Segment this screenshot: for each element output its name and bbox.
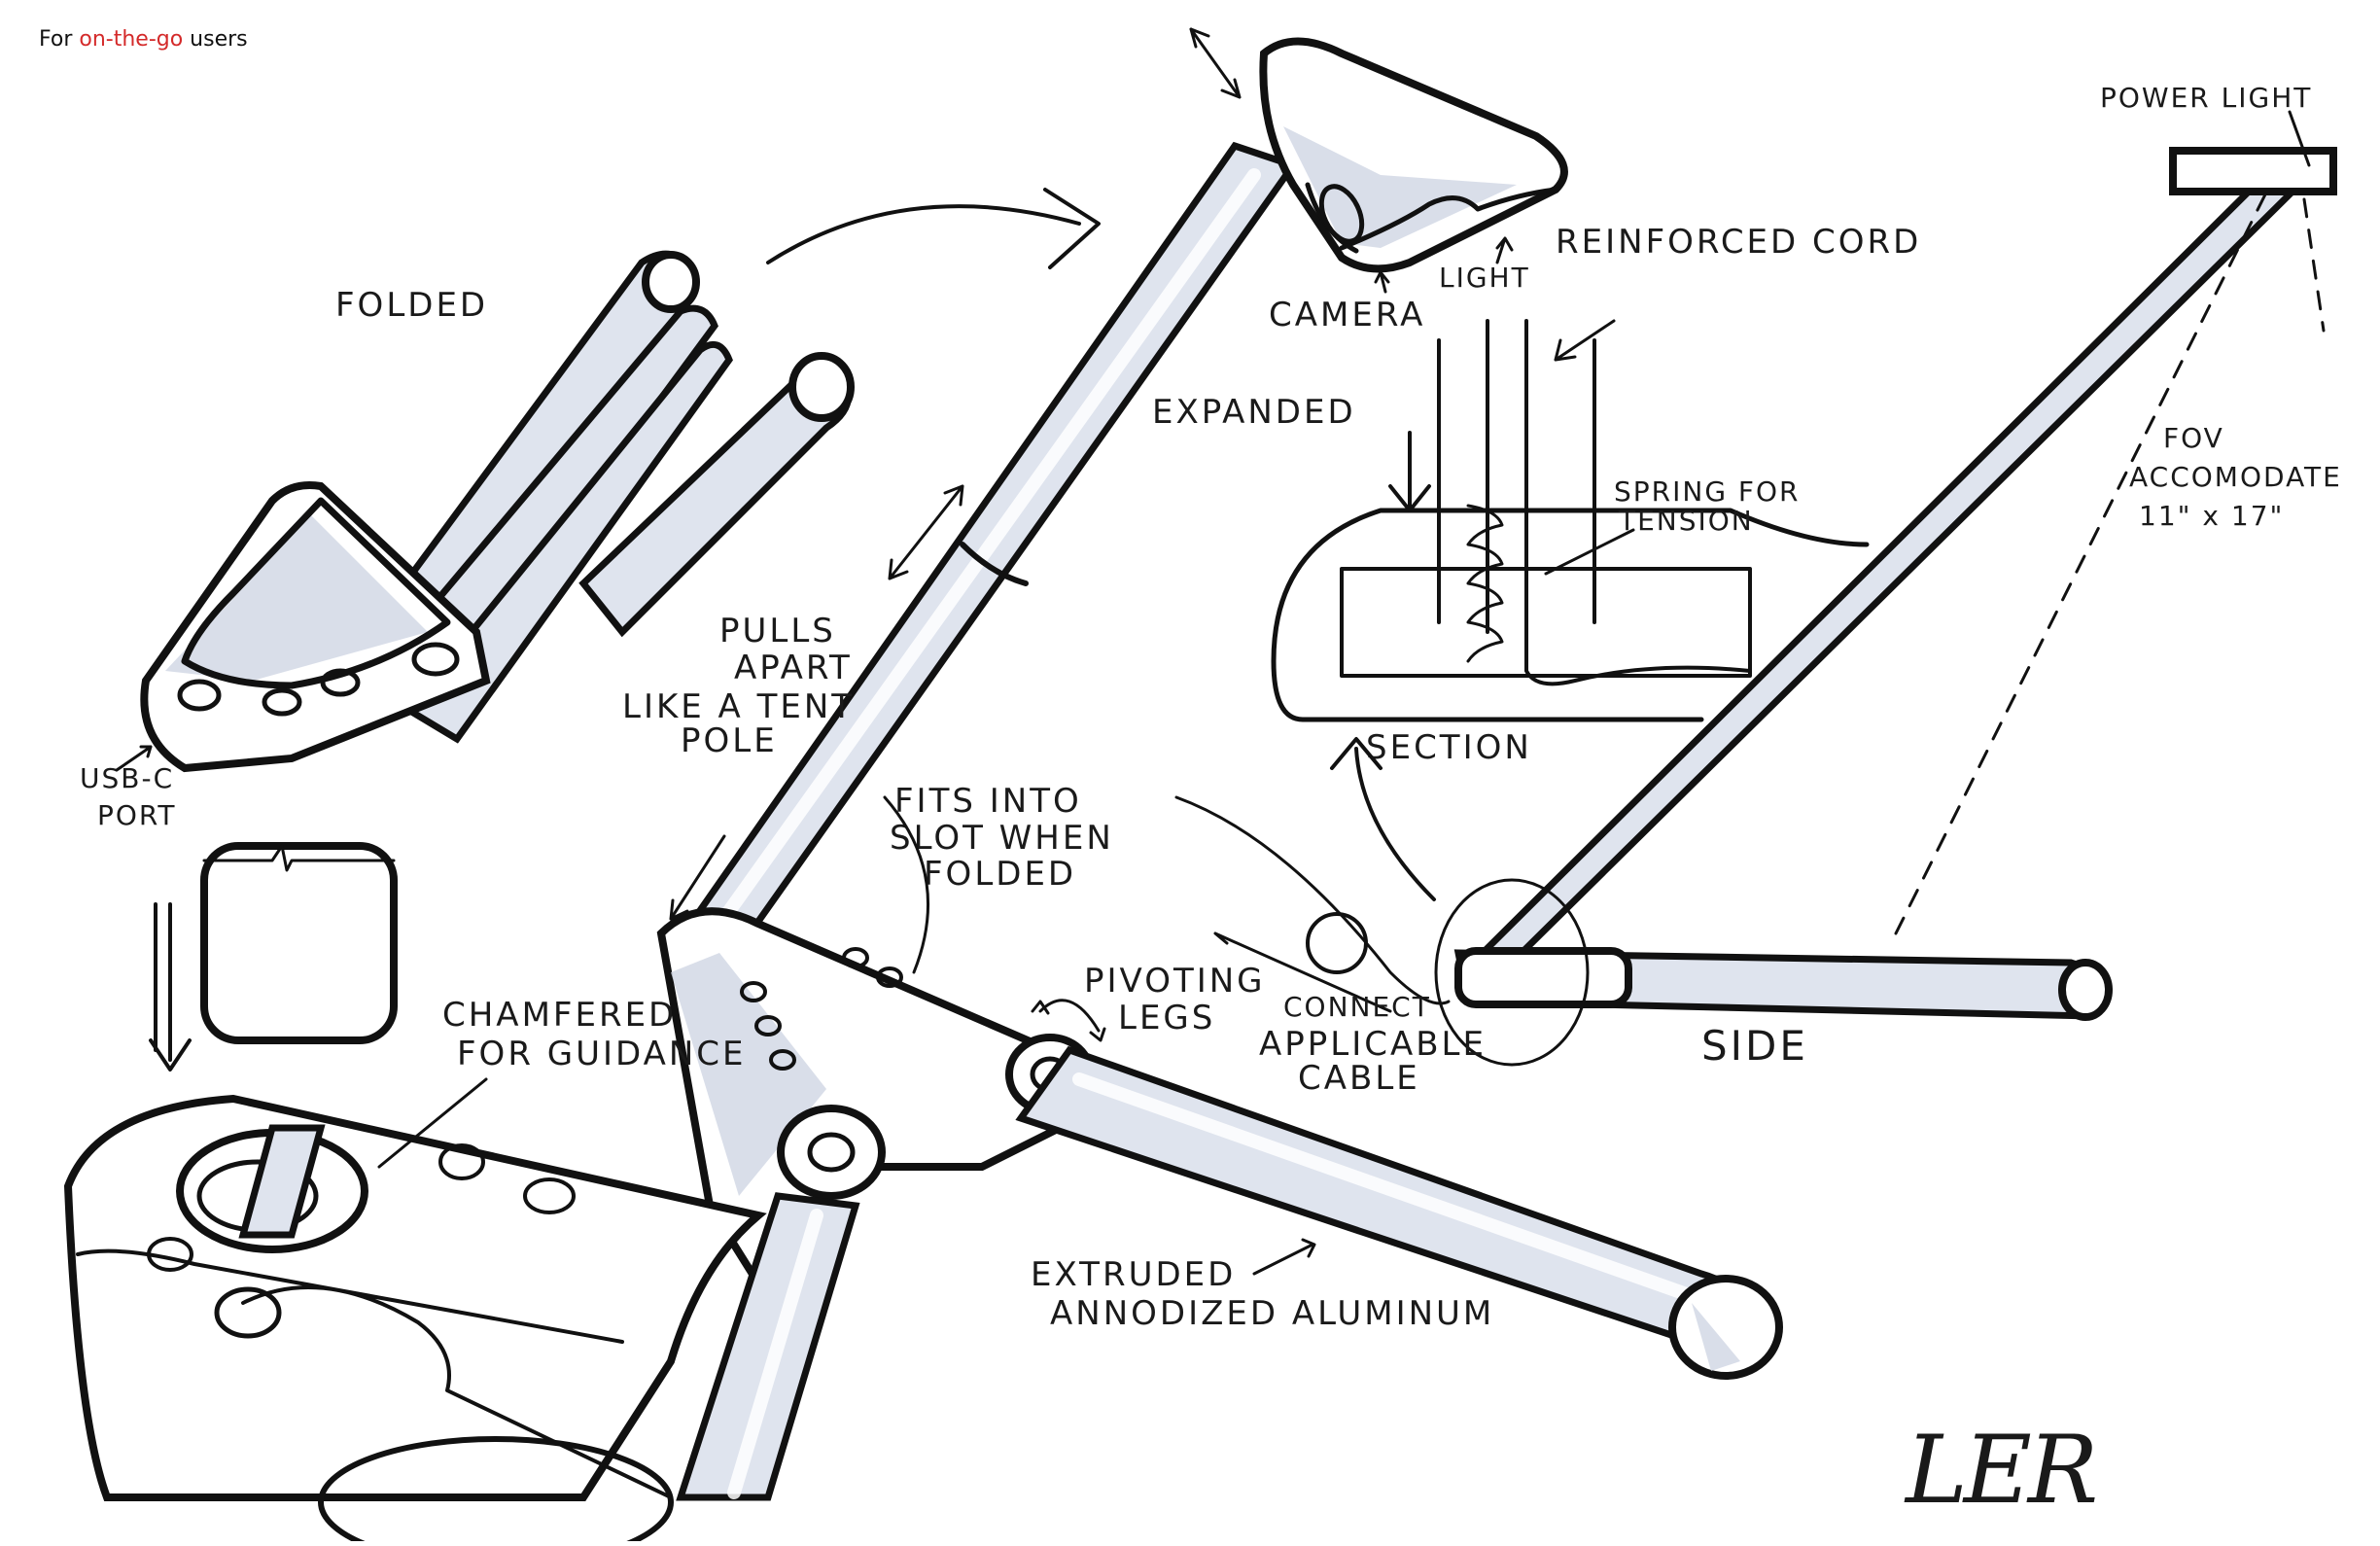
- section-view-sketch: REINFORCED CORD SPRING FOR TENSION SECTI…: [1271, 223, 1921, 901]
- fits-label-2: SLOT WHEN: [890, 819, 1114, 858]
- folded-label: FOLDED: [335, 286, 488, 325]
- side-label: SIDE: [1701, 1022, 1808, 1070]
- fits-label-1: FITS INTO: [894, 782, 1082, 821]
- expanded-device-sketch: CAMERA LIGHT EXPANDED: [656, 27, 1783, 1501]
- dock-detail-sketch: CHAMFERED FOR GUIDANCE: [63, 842, 767, 1546]
- reinforced-cord-label: REINFORCED CORD: [1556, 223, 1921, 262]
- expanded-label: EXPANDED: [1152, 393, 1356, 432]
- connect-label-3: CABLE: [1298, 1059, 1420, 1098]
- pivoting-label-1: PIVOTING: [1084, 962, 1266, 1001]
- fov-label-2: ACCOMODATE: [2129, 461, 2342, 493]
- section-label: SECTION: [1366, 728, 1532, 767]
- chamfered-label-1: CHAMFERED: [442, 996, 677, 1035]
- direction-arrow-head: [1043, 188, 1101, 269]
- caption: For on-the-go users: [39, 27, 248, 52]
- usbc-label-1: USB-C: [80, 762, 174, 794]
- chamfered-label-2: FOR GUIDANCE: [457, 1035, 747, 1073]
- side-view-sketch: POWER LIGHT FOV ACCOMODATE 11" x 17" SID…: [1174, 82, 2342, 1098]
- signature: LER: [1904, 1416, 2095, 1525]
- caption-prefix: For: [39, 27, 80, 52]
- spring-label-2: TENSION: [1618, 505, 1754, 537]
- pivoting-label-2: LEGS: [1118, 999, 1215, 1037]
- caption-highlight: on-the-go: [79, 27, 184, 52]
- direction-arrow: [766, 204, 1081, 264]
- fov-label-1: FOV: [2163, 422, 2224, 454]
- extruded-label-2: ANNODIZED ALUMINUM: [1050, 1294, 1494, 1333]
- caption-suffix: users: [183, 27, 248, 52]
- pulls-label-4: POLE: [681, 721, 778, 760]
- light-label: LIGHT: [1439, 262, 1530, 294]
- connect-label-2: APPLICABLE: [1259, 1025, 1487, 1064]
- extruded-label-1: EXTRUDED: [1031, 1255, 1236, 1294]
- pulls-label-3: LIKE A TENT: [622, 687, 855, 726]
- folded-device-sketch: FOLDED USB-C PORT: [80, 250, 855, 831]
- pulls-label-2: APART: [734, 649, 853, 687]
- pulls-label-1: PULLS: [719, 612, 836, 650]
- fits-label-3: FOLDED: [924, 855, 1076, 894]
- connect-label-1: CONNECT: [1283, 991, 1431, 1023]
- usbc-label-2: PORT: [97, 799, 176, 831]
- spring-label-1: SPRING FOR: [1614, 475, 1801, 508]
- fov-label-3: 11" x 17": [2139, 500, 2284, 532]
- camera-label: CAMERA: [1269, 296, 1425, 334]
- power-light-label: POWER LIGHT: [2100, 82, 2312, 114]
